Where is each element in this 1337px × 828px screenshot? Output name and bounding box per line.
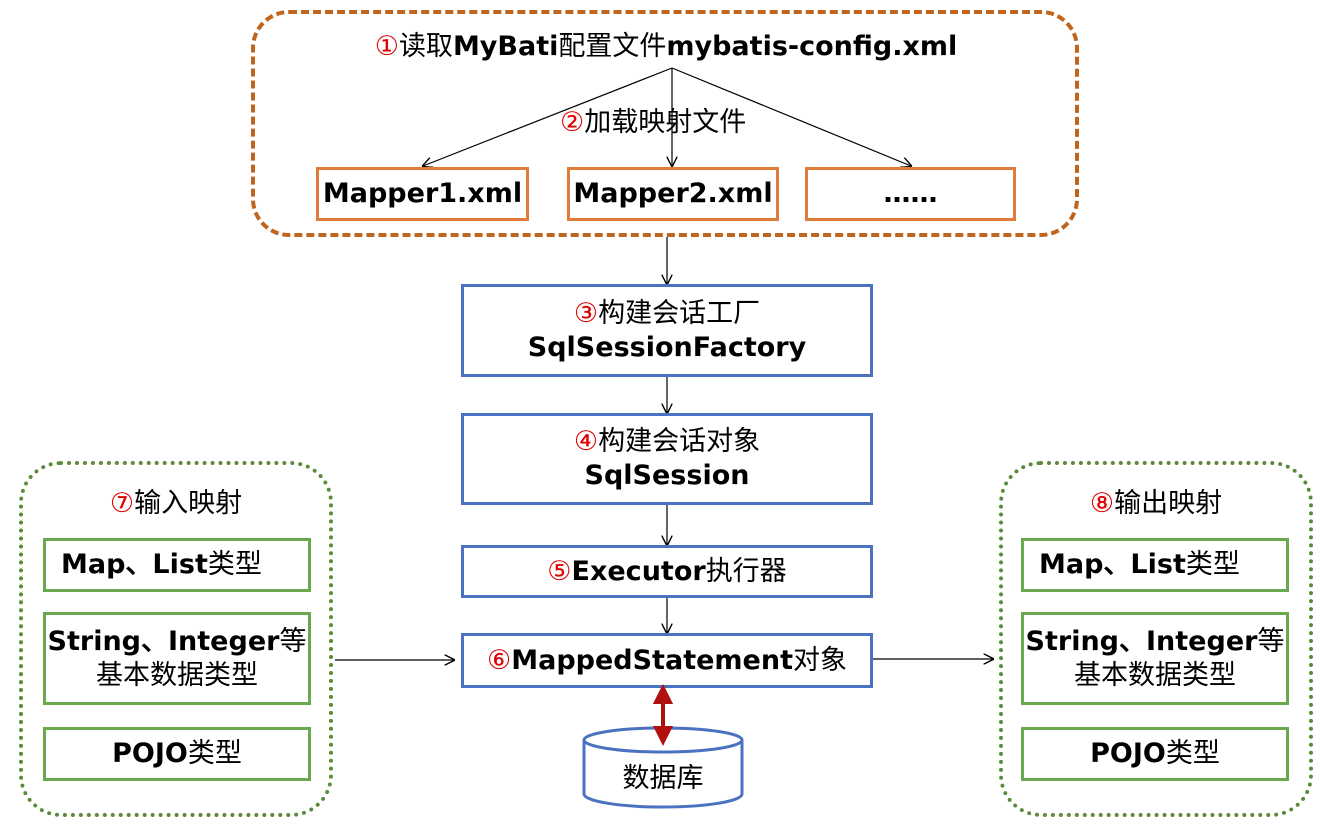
- output-type-map-list: Map、List类型: [1021, 538, 1289, 592]
- factory-title: ③构建会话工厂: [573, 297, 761, 329]
- session-title: ④构建会话对象: [573, 426, 761, 458]
- database-label: 数据库: [622, 763, 704, 794]
- mapper1-box: Mapper1.xml: [316, 167, 529, 221]
- more-mappers-box: ……: [805, 167, 1016, 221]
- step-number-3: ③: [573, 297, 599, 329]
- session-box: ④构建会话对象 SqlSession: [461, 413, 873, 505]
- output-type-pojo: POJO类型: [1021, 727, 1289, 781]
- step-number-7: ⑦: [109, 488, 135, 519]
- arrow-config-to-mapper1: [423, 67, 673, 166]
- input-type-pojo: POJO类型: [43, 727, 311, 781]
- mapper2-box: Mapper2.xml: [567, 167, 779, 221]
- session-name: SqlSession: [584, 460, 750, 491]
- input-type-map-list: Map、List类型: [43, 538, 311, 592]
- output-type-basic: String、Integer等 基本数据类型: [1021, 612, 1289, 705]
- step-number-4: ④: [573, 426, 599, 458]
- statement-label: ⑥MappedStatement对象: [487, 644, 847, 676]
- executor-box: ⑤Executor执行器: [461, 545, 873, 598]
- database-icon: [582, 726, 744, 809]
- config-group: [251, 10, 1079, 237]
- input-type-basic: String、Integer等 基本数据类型: [43, 612, 311, 705]
- step-number-1: ①: [374, 31, 399, 62]
- config-title: ①读取MyBati配置文件mybatis-config.xml: [374, 31, 958, 62]
- session-factory-box: ③构建会话工厂 SqlSessionFactory: [461, 284, 873, 377]
- input-mapping-title: ⑦输入映射: [109, 488, 243, 519]
- output-mapping-title: ⑧输出映射: [1089, 488, 1223, 519]
- output-mapping-group: [999, 461, 1313, 817]
- input-mapping-group: [19, 461, 333, 817]
- load-mapping-label: ②加载映射文件: [560, 107, 747, 138]
- executor-label: ⑤Executor执行器: [547, 555, 787, 587]
- step-number-5: ⑤: [547, 555, 572, 587]
- step-number-2: ②: [560, 107, 585, 138]
- step-number-8: ⑧: [1089, 488, 1115, 519]
- step-number-6: ⑥: [487, 644, 512, 676]
- arrow-config-to-more: [671, 67, 911, 166]
- factory-name: SqlSessionFactory: [527, 331, 807, 363]
